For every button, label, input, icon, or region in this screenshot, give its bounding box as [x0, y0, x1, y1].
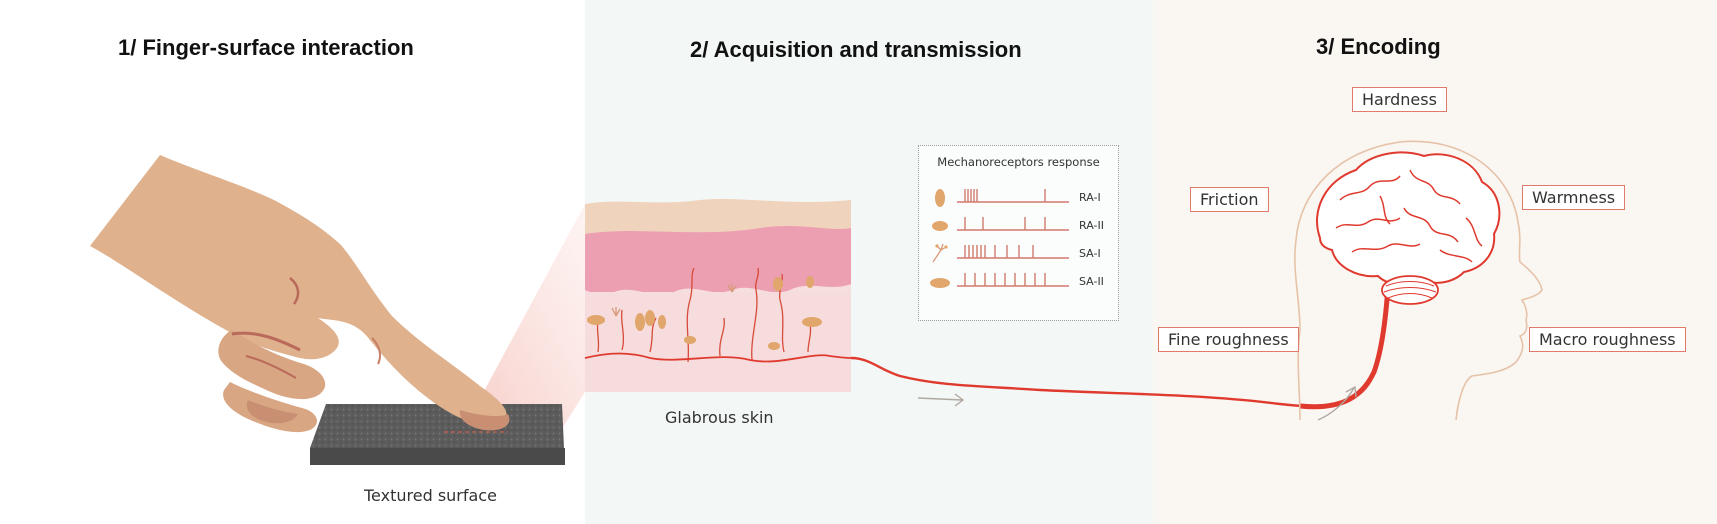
- mech-row-sa1: SA-I: [919, 242, 1118, 266]
- mechanoreceptors-response-box: Mechanoreceptors response RA-I RA-II: [918, 145, 1119, 321]
- merkel-disc-icon: [932, 243, 1069, 263]
- mech-row-ra2: RA-II: [919, 214, 1118, 238]
- label-hardness: Hardness: [1352, 87, 1447, 112]
- mech-label-sa1: SA-I: [1079, 247, 1101, 260]
- mech-label-sa2: SA-II: [1079, 275, 1104, 288]
- label-macro-roughness: Macro roughness: [1529, 327, 1686, 352]
- label-friction: Friction: [1190, 187, 1269, 212]
- zoom-cone: [462, 204, 585, 432]
- skin-cross-section: [584, 199, 852, 392]
- meissner-corpuscle-icon: [935, 189, 1069, 207]
- label-warmness: Warmness: [1522, 185, 1626, 210]
- textured-surface-block: [310, 404, 565, 465]
- caption-textured-surface: Textured surface: [364, 486, 497, 505]
- mech-label-ra1: RA-I: [1079, 191, 1101, 204]
- head-silhouette: [1294, 140, 1543, 421]
- brain-icon: [1316, 151, 1501, 305]
- spinal-cord: [1299, 285, 1391, 410]
- hand-illustration: [90, 155, 510, 433]
- panel-title-1: 1/ Finger-surface interaction: [118, 35, 414, 60]
- arrow-right-icon: [917, 393, 965, 407]
- arrow-up-icon: [1317, 385, 1357, 421]
- label-fine-roughness: Fine roughness: [1158, 327, 1299, 352]
- pacinian-corpuscle-icon: [932, 217, 1069, 231]
- mech-row-sa2: SA-II: [919, 270, 1118, 294]
- mechanoreceptors-title: Mechanoreceptors response: [937, 155, 1100, 169]
- panel-title-2: 2/ Acquisition and transmission: [690, 37, 1022, 62]
- panel-title-3: 3/ Encoding: [1316, 34, 1441, 59]
- ruffini-ending-icon: [930, 273, 1069, 288]
- mech-row-ra1: RA-I: [919, 186, 1118, 210]
- mech-label-ra2: RA-II: [1079, 219, 1104, 232]
- caption-glabrous-skin: Glabrous skin: [665, 408, 774, 427]
